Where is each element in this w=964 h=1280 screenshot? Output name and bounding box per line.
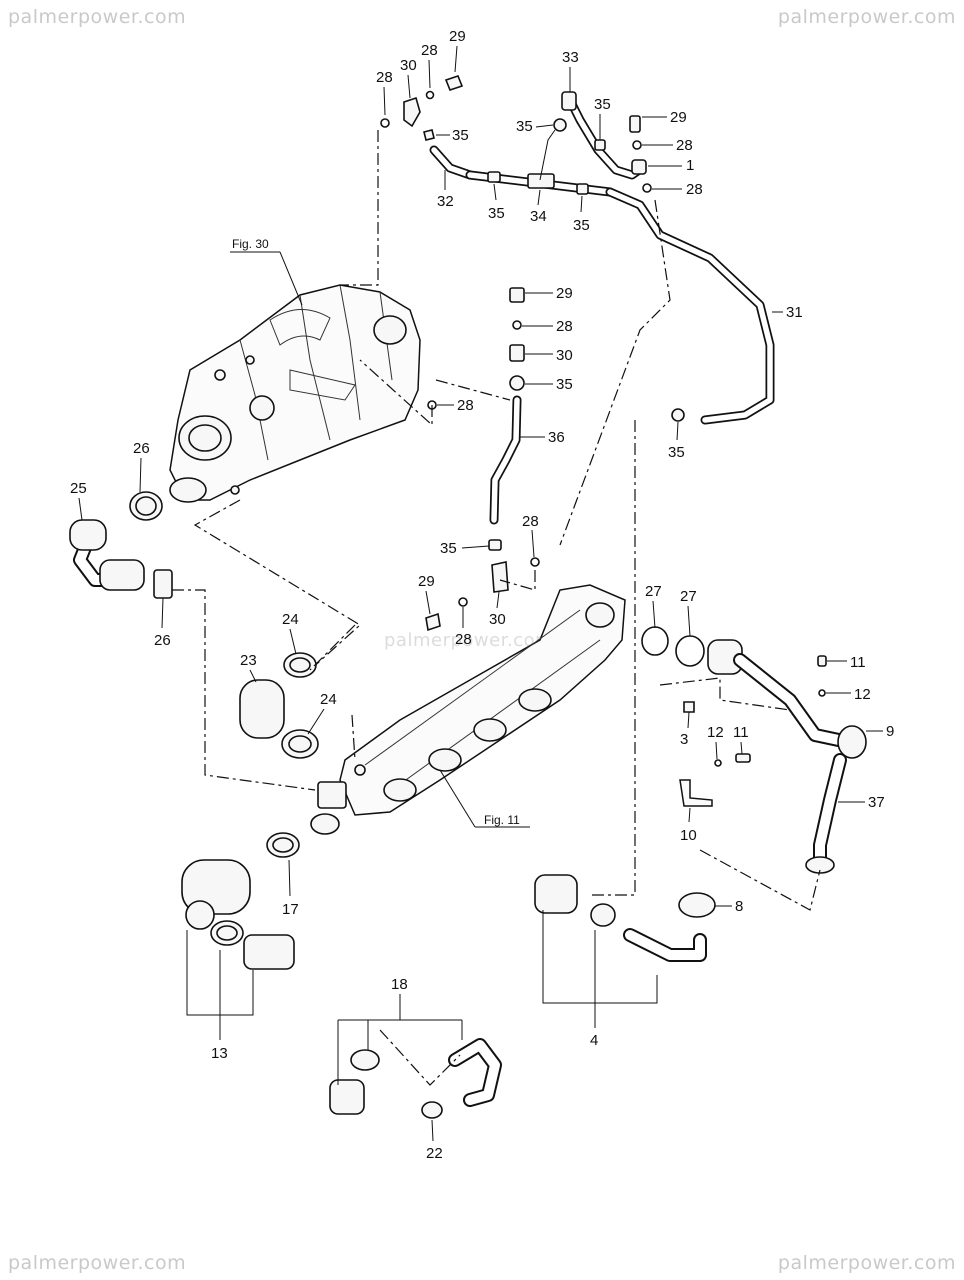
callout-4: 4 [590,1032,598,1049]
callout-11-top: 11 [850,654,866,671]
callout-29-top: 29 [449,28,466,45]
callout-30-lower: 30 [489,611,506,628]
callout-29-right: 29 [670,109,687,126]
bracket-10 [679,753,751,807]
callout-37: 37 [868,794,885,811]
callout-25: 25 [70,480,87,497]
callout-32: 32 [437,193,454,210]
watermark-top-left: palmerpower.com [8,6,187,28]
callout-27-left: 27 [645,583,662,600]
elbow-23-assembly [239,624,356,761]
callout-26-top: 26 [133,440,150,457]
hose-18-group [329,1012,502,1119]
callouts: 29 28 30 28 35 32 33 35 35 29 28 1 28 35… [70,28,894,1162]
callout-10: 10 [680,827,697,844]
watermark-center: palmerpower.com [384,630,554,651]
callout-35-f: 35 [556,376,573,393]
callout-34: 34 [530,208,547,225]
callout-35-h: 35 [440,540,457,557]
pipe-31-assembly [465,91,775,546]
callout-13: 13 [211,1045,228,1062]
callout-28-mid1: 28 [556,318,573,335]
callout-28-lower2: 28 [455,631,472,648]
watermark-top-right: palmerpower.com [777,6,956,28]
fig11-label: Fig. 11 [484,813,520,827]
callout-35-g: 35 [668,444,685,461]
callout-35-b: 35 [594,96,611,113]
callout-27-right: 27 [680,588,697,605]
callout-18: 18 [391,976,408,993]
callout-28-right1: 28 [676,137,693,154]
figure-ref-fig11: Fig. 11 [439,769,530,828]
fig30-label: Fig. 30 [232,237,269,251]
callout-22: 22 [426,1145,443,1162]
callout-30-mid: 30 [556,347,573,364]
figure-ref-fig30: Fig. 30 [230,237,303,306]
pipe-4-assembly [534,420,821,1004]
callout-23: 23 [240,652,257,669]
callout-12-bottom: 12 [707,724,724,741]
pipe-36-assembly [359,287,540,632]
callout-35-d: 35 [488,205,505,222]
callout-33: 33 [562,49,579,66]
callout-29-lower: 29 [418,573,435,590]
callout-35-e: 35 [573,217,590,234]
callout-28-top1: 28 [421,42,438,59]
callout-28-lower1: 28 [522,513,539,530]
callout-28-mid2: 28 [457,397,474,414]
callout-12-top: 12 [854,686,871,703]
callout-29-mid: 29 [556,285,573,302]
callout-30-top: 30 [400,57,417,74]
callout-31: 31 [786,304,803,321]
callout-8: 8 [735,898,743,915]
callout-35-a: 35 [452,127,469,144]
watermark-bottom-left: palmerpower.com [8,1252,187,1274]
callout-26-bottom: 26 [154,632,171,649]
callout-24-bottom: 24 [320,691,337,708]
exhaust-manifold [310,584,626,835]
pipe-37-assembly [641,626,867,874]
upper-left-fitting-chain [340,75,475,286]
callout-9: 9 [886,723,894,740]
callout-28-right2: 28 [686,181,703,198]
callout-11-bottom: 11 [733,724,749,741]
watermark-bottom-right: palmerpower.com [777,1252,956,1274]
egr-cooler-housing [169,284,421,503]
callout-1: 1 [686,157,694,174]
callout-17: 17 [282,901,299,918]
elbow-13-assembly [181,832,300,1016]
hose-25-assembly [69,491,362,791]
callout-24-top: 24 [282,611,299,628]
callout-28-top2: 28 [376,69,393,86]
callout-35-c: 35 [516,118,533,135]
callout-36: 36 [548,429,565,446]
callout-3: 3 [680,731,688,748]
